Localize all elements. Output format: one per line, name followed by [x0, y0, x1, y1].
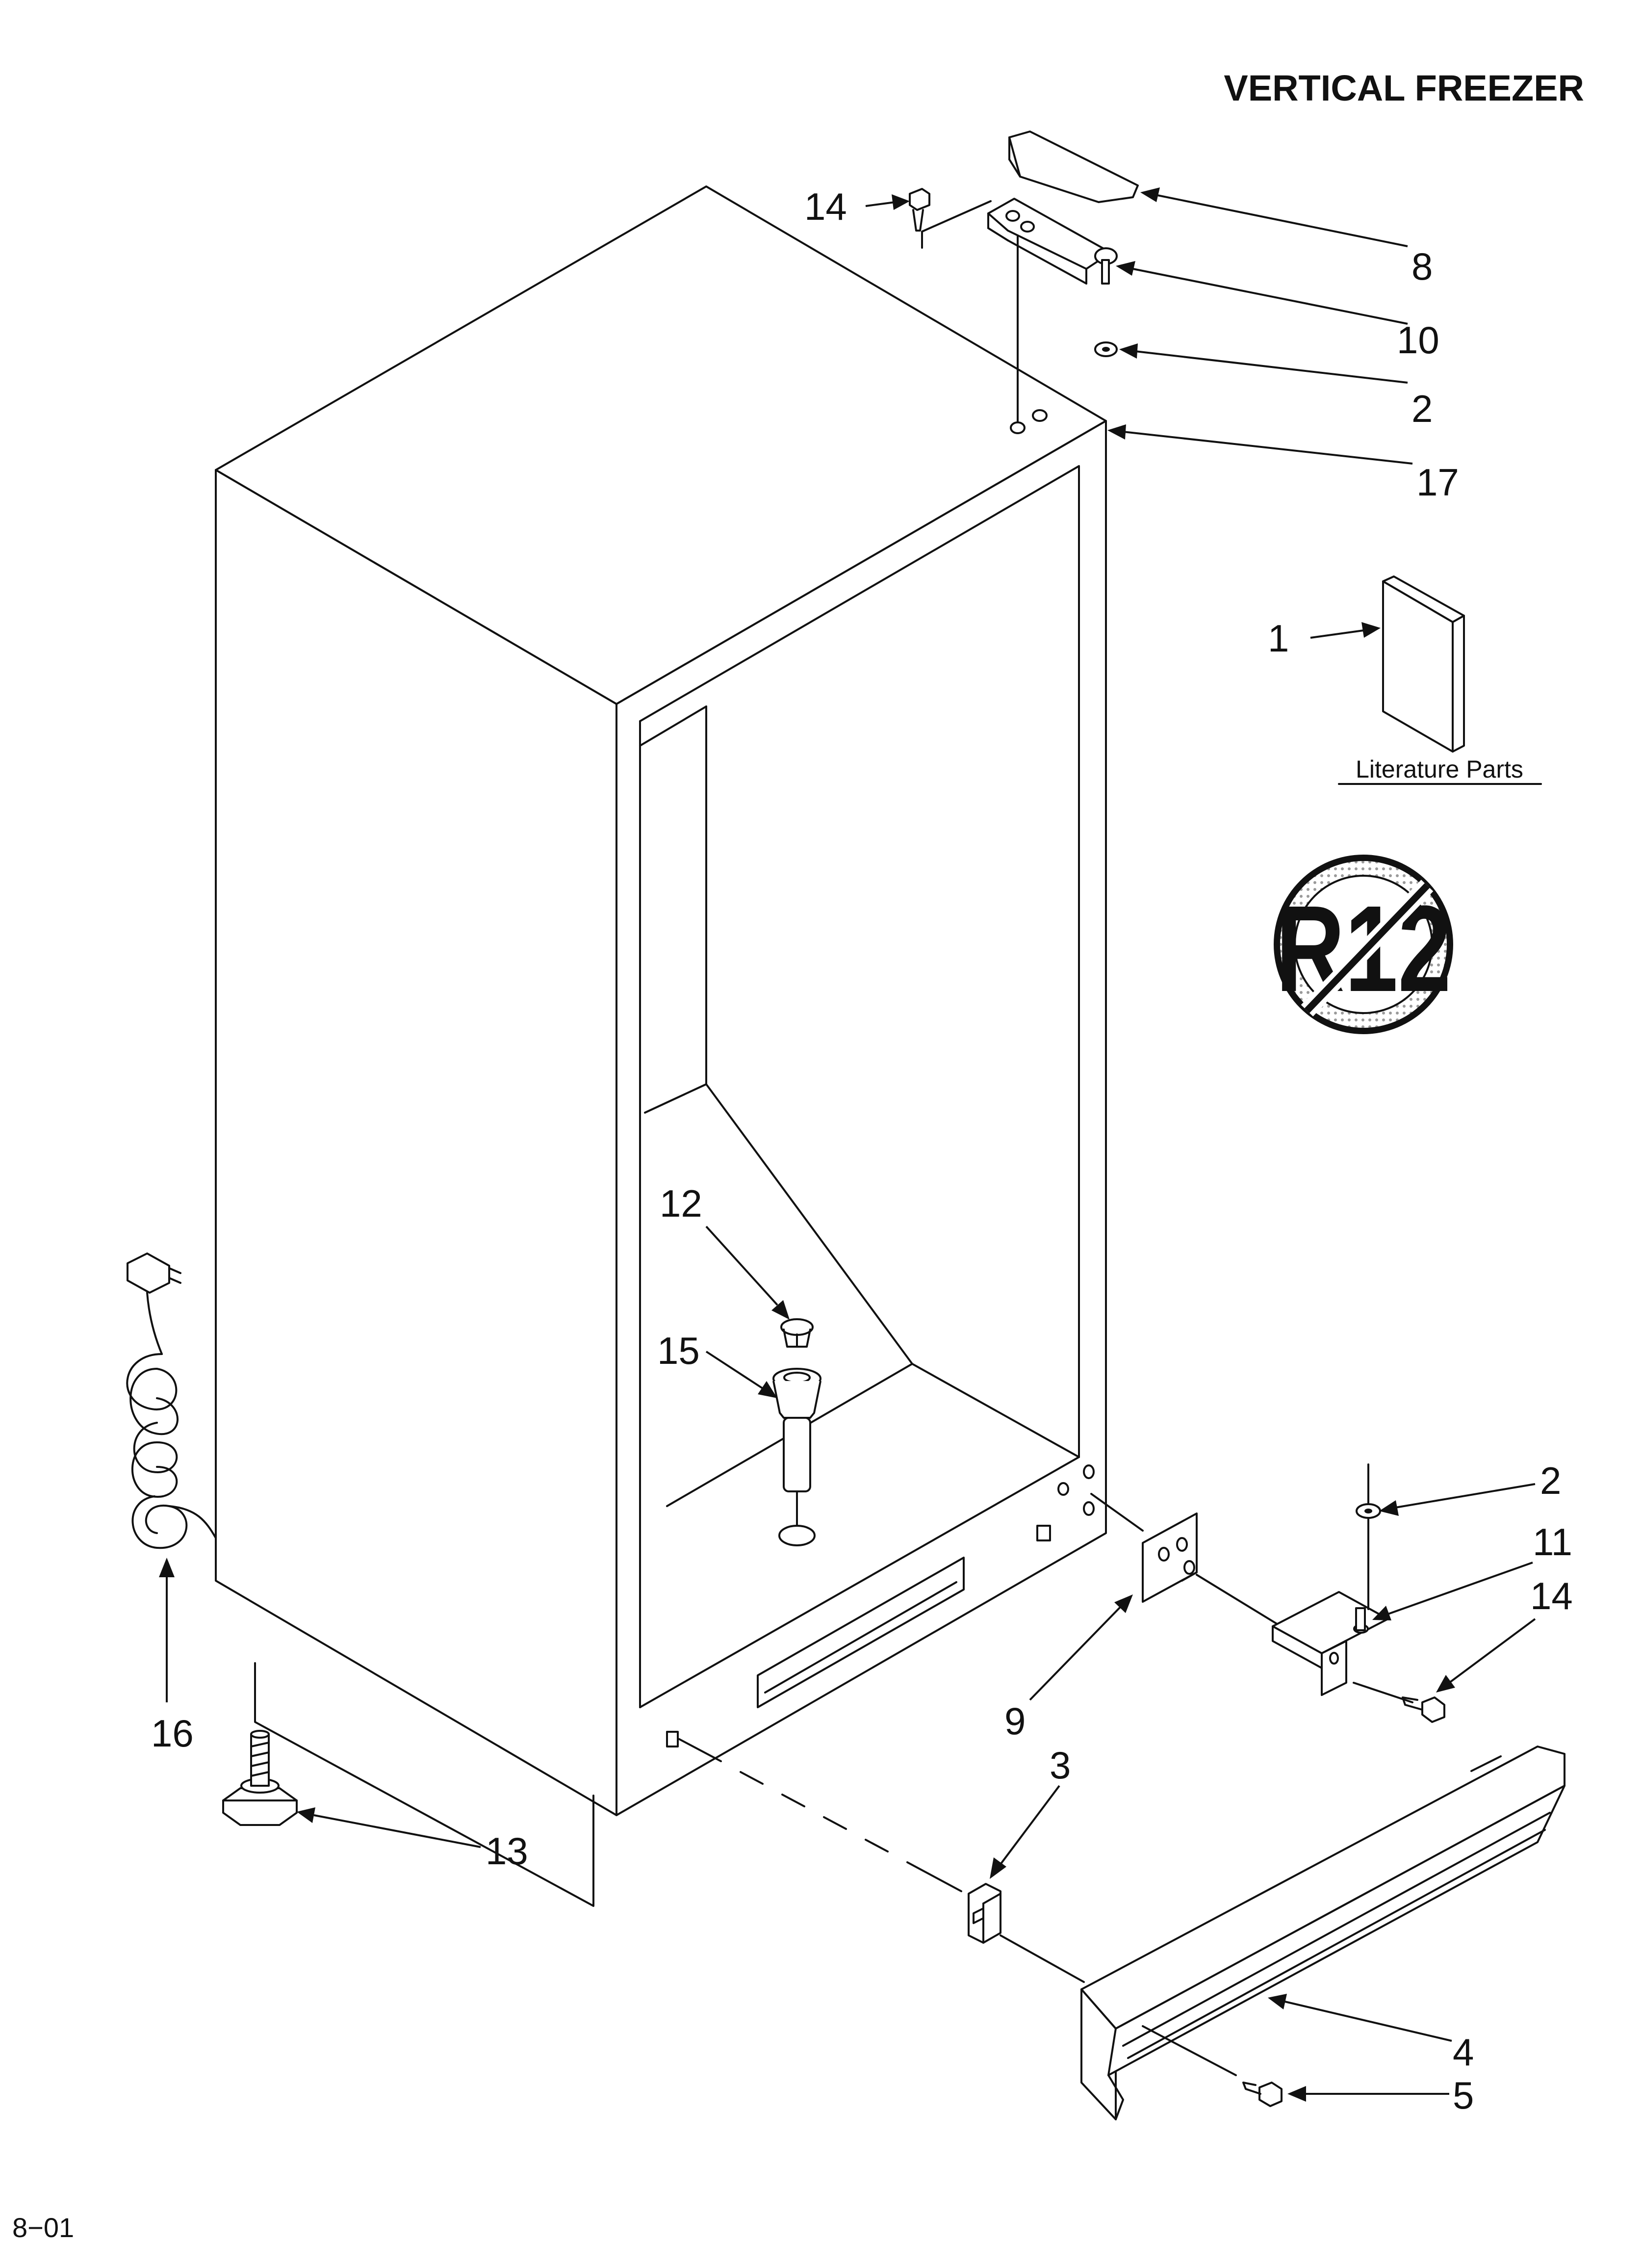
bottom-hinge-assembly — [1090, 1463, 1445, 1723]
leader-lines — [159, 187, 1536, 2102]
toe-grille-assembly — [678, 1738, 1565, 2120]
literature-caption: Literature Parts — [1356, 756, 1523, 783]
callout-11: 11 — [1533, 1520, 1572, 1564]
callout-16: 16 — [151, 1712, 194, 1755]
drain-parts — [772, 1318, 821, 1546]
power-cord — [126, 1252, 217, 1549]
callout-2-right: 2 — [1540, 1459, 1561, 1502]
callout-1: 1 — [1268, 617, 1289, 660]
callout-14-top: 14 — [804, 185, 847, 228]
callout-5: 5 — [1453, 2074, 1474, 2117]
callout-12: 12 — [660, 1182, 702, 1225]
callout-10: 10 — [1397, 318, 1439, 362]
footer-date-code: 8−01 — [12, 2212, 74, 2243]
callout-3: 3 — [1050, 1744, 1071, 1787]
callout-14-right: 14 — [1530, 1574, 1573, 1617]
callout-2-top: 2 — [1411, 387, 1433, 430]
leveling-leg — [222, 1730, 298, 1826]
callout-15: 15 — [657, 1329, 700, 1372]
callout-8: 8 — [1411, 245, 1433, 288]
callout-17: 17 — [1416, 461, 1459, 504]
diagram-title: VERTICAL FREEZER — [1224, 68, 1584, 108]
cabinet — [215, 185, 1107, 1907]
no-r12-refrigerant-icon: R12 — [1274, 855, 1453, 1034]
callout-4: 4 — [1453, 2031, 1474, 2074]
top-hinge-assembly — [909, 130, 1139, 423]
callout-13: 13 — [486, 1829, 528, 1873]
callout-9: 9 — [1004, 1699, 1026, 1743]
literature-parts-book — [1382, 575, 1465, 753]
